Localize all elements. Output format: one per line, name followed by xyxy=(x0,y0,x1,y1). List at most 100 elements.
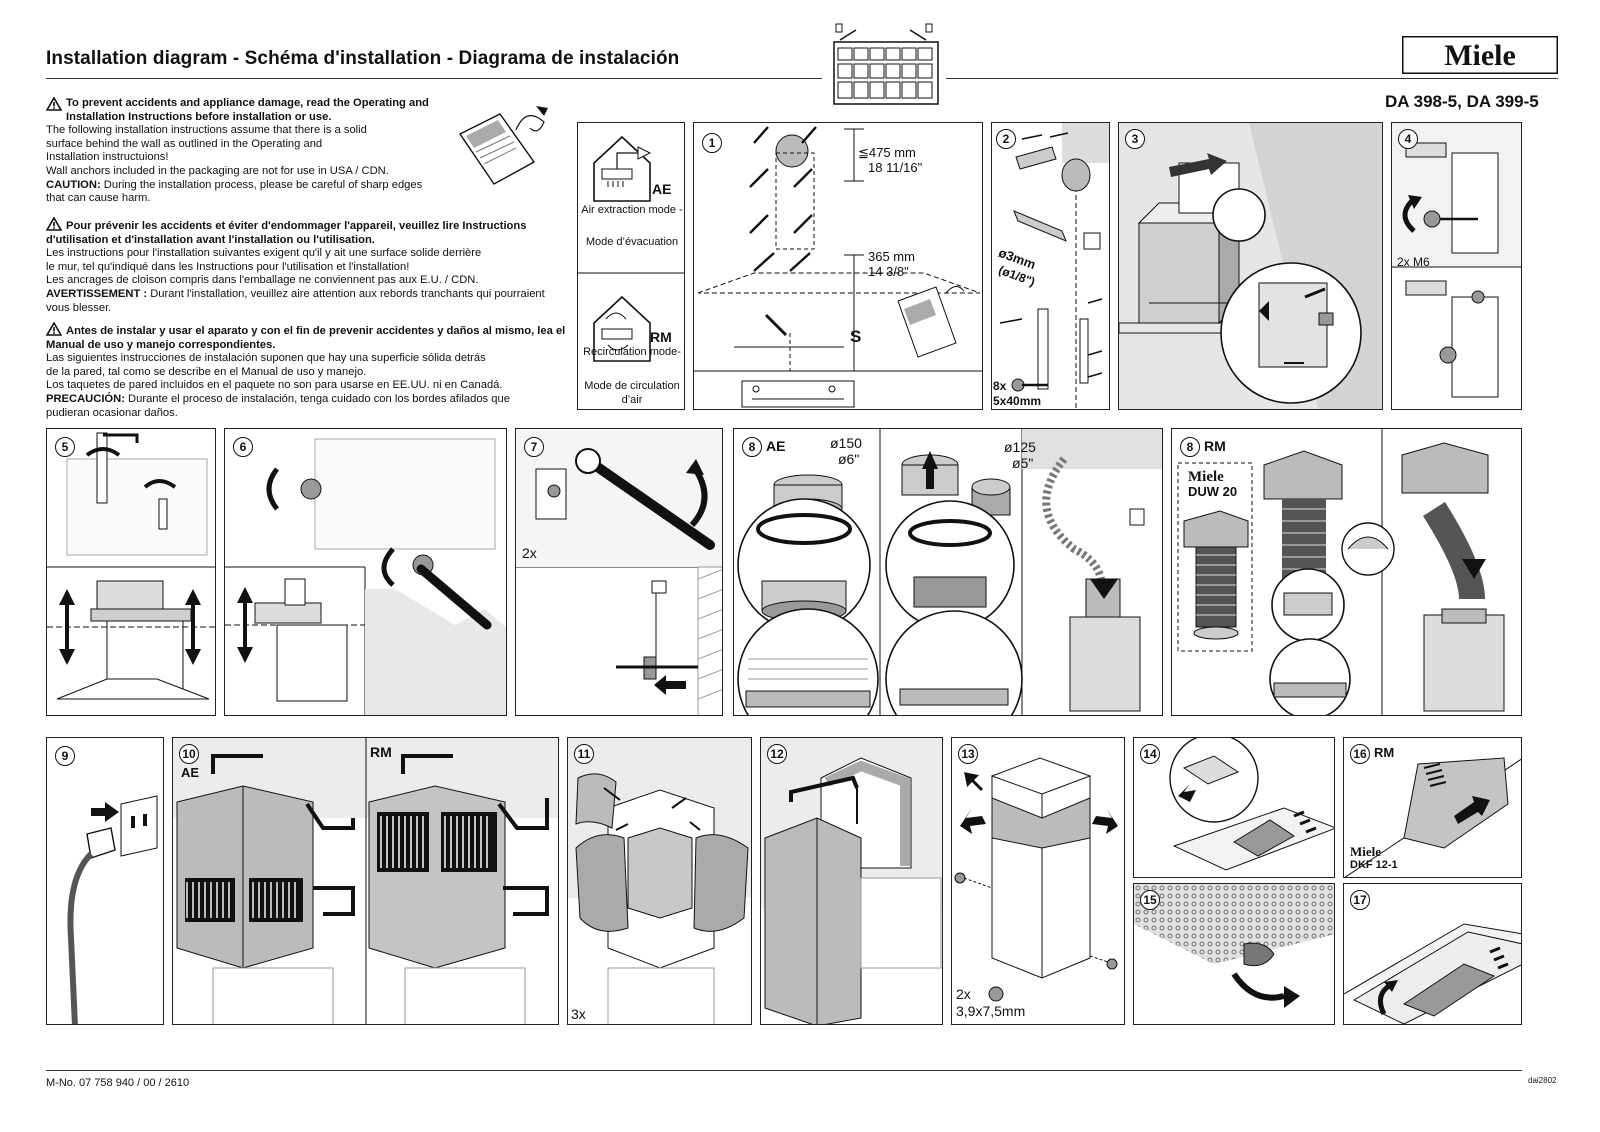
step-number: 9 xyxy=(55,746,75,766)
step-7-drawing xyxy=(516,429,722,715)
step-number: 13 xyxy=(958,744,978,764)
warning-icon xyxy=(46,217,62,231)
step-number: 8 xyxy=(1180,437,1200,457)
step-4-panel: 4 2x M6 xyxy=(1391,122,1522,410)
caution-text: During the installation process, please … xyxy=(46,178,423,205)
rm-mode-fr: Mode de circulation d’air xyxy=(584,380,680,406)
dimension-mid-in: 14 3/8" xyxy=(868,264,909,279)
dimension-mid-mm: 365 mm xyxy=(868,249,915,264)
step-8-ae-panel: 8 AE ø150 ø6" ø125 ø5" xyxy=(733,428,1163,716)
step-15-drawing xyxy=(1134,884,1334,1008)
step-9-drawing xyxy=(67,795,158,1024)
screw-size: 5x40mm xyxy=(993,394,1042,408)
step-5-drawing xyxy=(47,432,215,700)
warning-en-line: The following installation instructions … xyxy=(46,124,367,137)
kit-name: DUW 20 xyxy=(1188,484,1238,499)
warning-fr-line: le mur, tel qu'indiqué dans les Instruct… xyxy=(46,260,410,273)
warning-en-line: surface behind the wall as outlined in t… xyxy=(46,137,323,150)
warning-es-line: de la pared, tal como se describe en el … xyxy=(46,365,367,378)
step-15-panel: 15 xyxy=(1133,883,1335,1025)
warning-icon xyxy=(46,322,62,336)
step-13-drawing xyxy=(954,757,1118,1002)
step-17-drawing xyxy=(1344,923,1521,1024)
precaucion-text: Durante el proceso de instalación, tenga… xyxy=(46,392,510,419)
mode-code-ae: AE xyxy=(181,765,200,780)
warning-icon xyxy=(46,97,62,111)
step-1-panel: 1 ≦475 mm 18 11/16" 365 mm 14 3/8" S xyxy=(693,122,983,410)
step-number: 15 xyxy=(1140,890,1160,910)
miele-brand-label: Miele xyxy=(1188,469,1224,485)
rm-mode-en: Recirculation mode- xyxy=(583,346,681,358)
bolt-qty: 2x M6 xyxy=(1397,255,1430,269)
dimension-top-mm: ≦475 mm xyxy=(858,145,916,160)
panel-qty: 3x xyxy=(571,1006,586,1022)
step-number: 16 xyxy=(1350,744,1370,764)
clearance-s-label: S xyxy=(850,327,862,346)
step-number: 8 xyxy=(742,437,762,457)
screw-qty: 8x xyxy=(993,379,1007,393)
air-extraction-house-icon xyxy=(578,135,684,362)
step-number: 1 xyxy=(702,133,722,153)
warning-fr-line: Les ancrages de cloison compris dans l'e… xyxy=(46,274,479,287)
warning-en-line: Installation instructuions! xyxy=(46,151,169,164)
step-9-panel: 9 xyxy=(46,737,164,1025)
warning-en-heading: To prevent accidents and appliance damag… xyxy=(66,97,429,123)
step-number: 6 xyxy=(233,437,253,457)
step-number: 10 xyxy=(179,744,199,764)
step-14-panel: 14 xyxy=(1133,737,1335,878)
ae-mode-code: AE xyxy=(652,181,672,197)
manual-booklet-icon xyxy=(458,106,548,185)
step-5-panel: 5 xyxy=(46,428,216,716)
warning-french: Pour prévenir les accidents et éviter d'… xyxy=(46,217,586,315)
warning-es-line: Las siguientes instrucciones de instalac… xyxy=(46,352,486,365)
step-6-drawing xyxy=(225,438,506,715)
model-numbers: DA 398-5, DA 399-5 xyxy=(1385,92,1539,111)
warning-fr-heading: Pour prévenir les accidents et éviter d'… xyxy=(46,220,527,246)
warning-fr-line: Les instructions pour l'installation sui… xyxy=(46,247,482,260)
rm-mode-code: RM xyxy=(650,329,672,345)
screw-size: 3,9x7,5mm xyxy=(956,1003,1026,1019)
step-13-panel: 13 2x 3,9x7,5mm xyxy=(951,737,1125,1025)
header-rule-right xyxy=(946,78,1558,79)
step-10-drawing xyxy=(173,738,558,1024)
step-2-panel: 2 ø3mm (ø1/8") 8x 5x40mm xyxy=(991,122,1110,410)
step-16-panel: 16 RM Miele DKF 12-1 xyxy=(1343,737,1522,878)
step-10-panel: 10 AE RM xyxy=(172,737,559,1025)
footer-rule xyxy=(46,1070,1522,1071)
warning-en-line: Wall anchors included in the packaging a… xyxy=(46,164,389,177)
warning-spanish: Antes de instalar y usar el aparato y co… xyxy=(46,322,586,420)
step-number: 17 xyxy=(1350,890,1370,910)
kit-name: DKF 12-1 xyxy=(1350,859,1398,871)
warning-english: To prevent accidents and appliance damag… xyxy=(46,97,586,206)
miele-logo: Miele xyxy=(1402,36,1558,74)
step-8-rm-drawing xyxy=(1177,429,1505,715)
step-12-panel: 12 xyxy=(760,737,943,1025)
mode-code-rm: RM xyxy=(370,744,392,760)
step-8-rm-panel: 8 RM Miele DUW 20 xyxy=(1171,428,1522,716)
ae-mode-fr: Mode d’évacuation xyxy=(585,236,679,248)
step-14-drawing xyxy=(1169,738,1334,871)
avertissement-text: Durant l'installation, veuillez aire att… xyxy=(46,287,545,314)
step-11-panel: 11 3x xyxy=(567,737,752,1025)
step-8-ae-drawing xyxy=(737,429,1162,715)
mode-code: RM xyxy=(1204,438,1226,454)
caution-label: CAUTION: xyxy=(46,178,101,191)
part-number: M-No. 07 758 940 / 00 / 2610 xyxy=(46,1077,190,1089)
miele-brand-label: Miele xyxy=(1350,844,1382,859)
step-number: 3 xyxy=(1125,129,1145,149)
step-6-panel: 6 xyxy=(224,428,507,716)
step-number: 7 xyxy=(524,437,544,457)
step-number: 12 xyxy=(767,744,787,764)
svg-text:Miele: Miele xyxy=(1444,39,1516,72)
step-3-drawing xyxy=(1119,123,1382,409)
step-16-drawing xyxy=(1344,757,1521,877)
step-2-drawing xyxy=(999,123,1109,409)
warning-es-heading: Antes de instalar y usar el aparato y co… xyxy=(46,325,566,351)
duct-diameter-125: ø125 xyxy=(1004,439,1036,455)
step-number: 5 xyxy=(55,437,75,457)
sheet-thumbnail xyxy=(833,23,939,105)
step-3-panel: 3 xyxy=(1118,122,1383,410)
screw-qty: 2x xyxy=(956,986,971,1002)
duct-diameter-150: ø150 xyxy=(830,435,862,451)
step-12-drawing xyxy=(761,738,942,1024)
